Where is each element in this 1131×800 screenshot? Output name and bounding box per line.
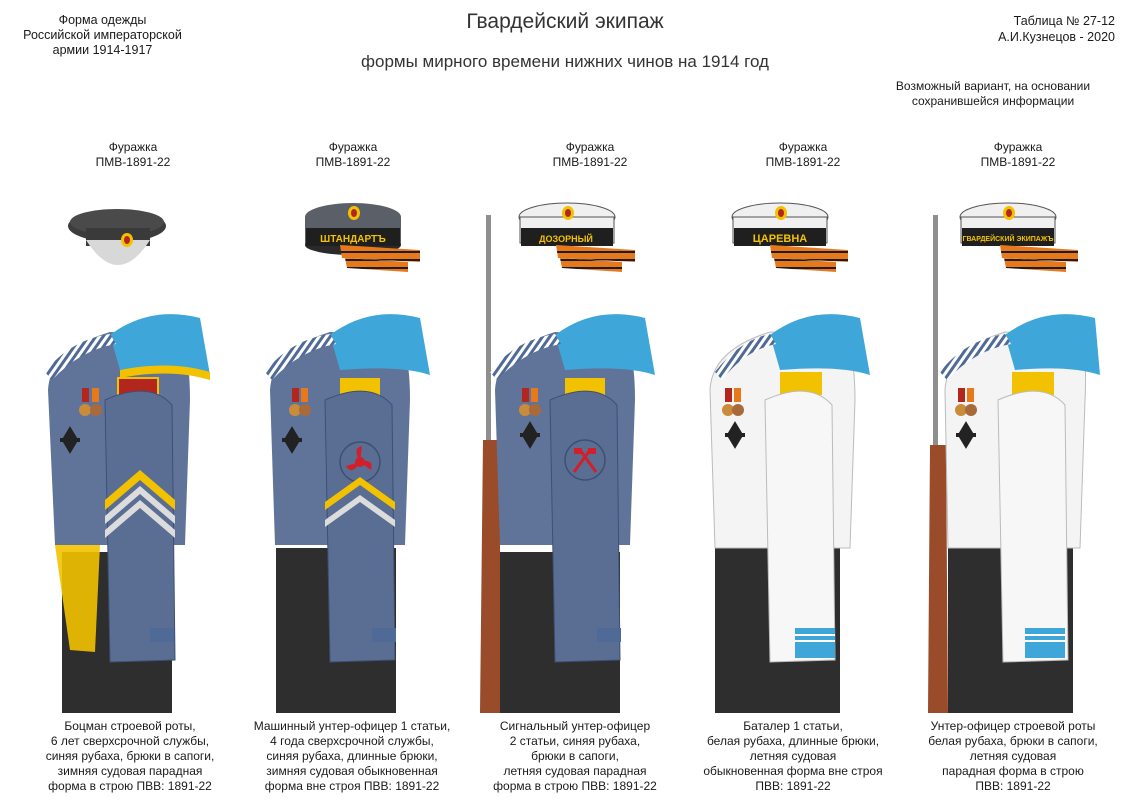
caption-line: Боцман строевой роты, [64, 719, 196, 733]
caption-line: летняя судовая парадная [503, 764, 647, 778]
header-right-block: Таблица № 27-12 А.И.Кузнецов - 2020 [915, 13, 1115, 45]
caption-line: ПВВ: 1891-22 [755, 779, 831, 793]
cap-dark-visor [68, 209, 166, 265]
figure-3: ДОЗОРНЫЙ [480, 202, 655, 713]
cap-white-ribbon [731, 202, 848, 272]
note-line: сохранившейся информации [911, 94, 1075, 108]
caption-line: ПВВ: 1891-22 [975, 779, 1051, 793]
caption-line: Сигнальный унтер-офицер [499, 719, 651, 733]
author-credit: А.И.Кузнецов - 2020 [998, 30, 1115, 44]
cap-label-5: Фуражка ПМВ-1891-22 [938, 140, 1098, 170]
caption-line: зимняя судовая обыкновенная [266, 764, 438, 778]
caption-line: летняя судовая [969, 749, 1057, 763]
page-subtitle: формы мирного времени нижних чинов на 19… [361, 52, 769, 71]
medals-icon [519, 388, 541, 449]
caption-4: Баталер 1 статьи, белая рубаха, длинные … [678, 719, 908, 794]
ribbon-text-1: ШТАНДАРТЪ [320, 234, 386, 245]
header-left-line: армии 1914-1917 [52, 43, 153, 57]
header-left-line: Форма одежды [58, 13, 147, 27]
ribbon-text-2: ДОЗОРНЫЙ [539, 233, 593, 244]
cap-dark-ribbon [305, 203, 420, 272]
caption-1: Боцман строевой роты, 6 лет сверхсрочной… [15, 719, 245, 794]
medals-icon [60, 388, 102, 454]
cap-label-3: Фуражка ПМВ-1891-22 [510, 140, 670, 170]
uniform-1 [45, 314, 210, 713]
rifle-stock [480, 440, 502, 713]
caption-line: форма в строю ПВВ: 1891-22 [48, 779, 212, 793]
caption-line: летняя судовая [749, 749, 837, 763]
table-number: Таблица № 27-12 [1013, 14, 1115, 28]
cap-label-line: ПМВ-1891-22 [315, 155, 391, 169]
rifle-stock [928, 445, 948, 713]
caption-line: Унтер-офицер строевой роты [930, 719, 1096, 733]
chevron-stripes [105, 470, 175, 538]
caption-line: форма вне строя ПВВ: 1891-22 [264, 779, 440, 793]
bayonet [933, 215, 938, 455]
caption-line: брюки в сапоги, [531, 749, 619, 763]
caption-line: парадная форма в строю [942, 764, 1084, 778]
caption-line: зимняя судовая парадная [57, 764, 203, 778]
caption-line: 2 статьи, синяя рубаха, [509, 734, 641, 748]
header-left-block: Форма одежды Российской императорской ар… [10, 13, 195, 58]
cap-white-ribbon [518, 202, 635, 272]
caption-3: Сигнальный унтер-офицер 2 статьи, синяя … [460, 719, 690, 794]
uniform-4 [709, 314, 870, 713]
ribbon-text-3: ЦАРЕВНА [753, 233, 808, 245]
cap-label-4: Фуражка ПМВ-1891-22 [723, 140, 883, 170]
medals-icon [282, 388, 311, 454]
bayonet [486, 215, 491, 450]
cap-label-line: Фуражка [565, 140, 615, 154]
figure-1 [45, 209, 210, 713]
uniform-2 [265, 314, 430, 713]
crossed-flags-icon [572, 448, 598, 473]
caption-2: Машинный унтер-офицер 1 статьи, 4 года с… [237, 719, 467, 794]
caption-line: белая рубаха, длинные брюки, [706, 734, 880, 748]
caption-line: Баталер 1 статьи, [743, 719, 843, 733]
figure-4: ЦАРЕВНА [709, 202, 870, 713]
caption-line: синяя рубаха, брюки в сапоги, [45, 749, 215, 763]
cap-label-line: ПМВ-1891-22 [552, 155, 628, 169]
ribbon-text-4: ГВАРДЕЙСКИЙ ЭКИПАЖЪ [962, 234, 1053, 243]
medals-icon [722, 388, 745, 449]
cap-label-line: ПМВ-1891-22 [980, 155, 1056, 169]
uniform-3 [490, 314, 655, 713]
caption-5: Унтер-офицер строевой роты белая рубаха,… [898, 719, 1128, 794]
cap-label-line: ПМВ-1891-22 [765, 155, 841, 169]
cap-label-line: Фуражка [108, 140, 158, 154]
page-title: Гвардейский экипаж [466, 10, 664, 33]
figure-2: ШТАНДАРТЪ [265, 203, 430, 713]
variant-note: Возможный вариант, на основании сохранив… [878, 79, 1108, 109]
cap-label-2: Фуражка ПМВ-1891-22 [273, 140, 433, 170]
caption-line: 4 года сверхсрочной службы, [270, 734, 434, 748]
chevron-stripes [325, 477, 395, 527]
uniform-5 [940, 314, 1100, 713]
note-line: Возможный вариант, на основании [895, 79, 1091, 93]
cap-white-ribbon [959, 202, 1078, 272]
figure-5: ГВАРДЕЙСКИЙ ЭКИПАЖЪ [928, 202, 1100, 713]
caption-line: белая рубаха, брюки в сапоги, [928, 734, 1098, 748]
cap-label-1: Фуражка ПМВ-1891-22 [53, 140, 213, 170]
cap-label-line: ПМВ-1891-22 [95, 155, 171, 169]
cap-label-line: Фуражка [993, 140, 1043, 154]
caption-line: форма в строю ПВВ: 1891-22 [493, 779, 657, 793]
medals-icon [955, 388, 977, 449]
caption-line: 6 лет сверхсрочной службы, [50, 734, 210, 748]
caption-line: обыкновенная форма вне строя [703, 764, 883, 778]
caption-line: синяя рубаха, длинные брюки, [266, 749, 438, 763]
header-left-line: Российской императорской [23, 28, 182, 42]
propeller-icon [346, 446, 372, 471]
caption-line: Машинный унтер-офицер 1 статьи, [253, 719, 451, 733]
cap-label-line: Фуражка [328, 140, 378, 154]
cap-label-line: Фуражка [778, 140, 828, 154]
